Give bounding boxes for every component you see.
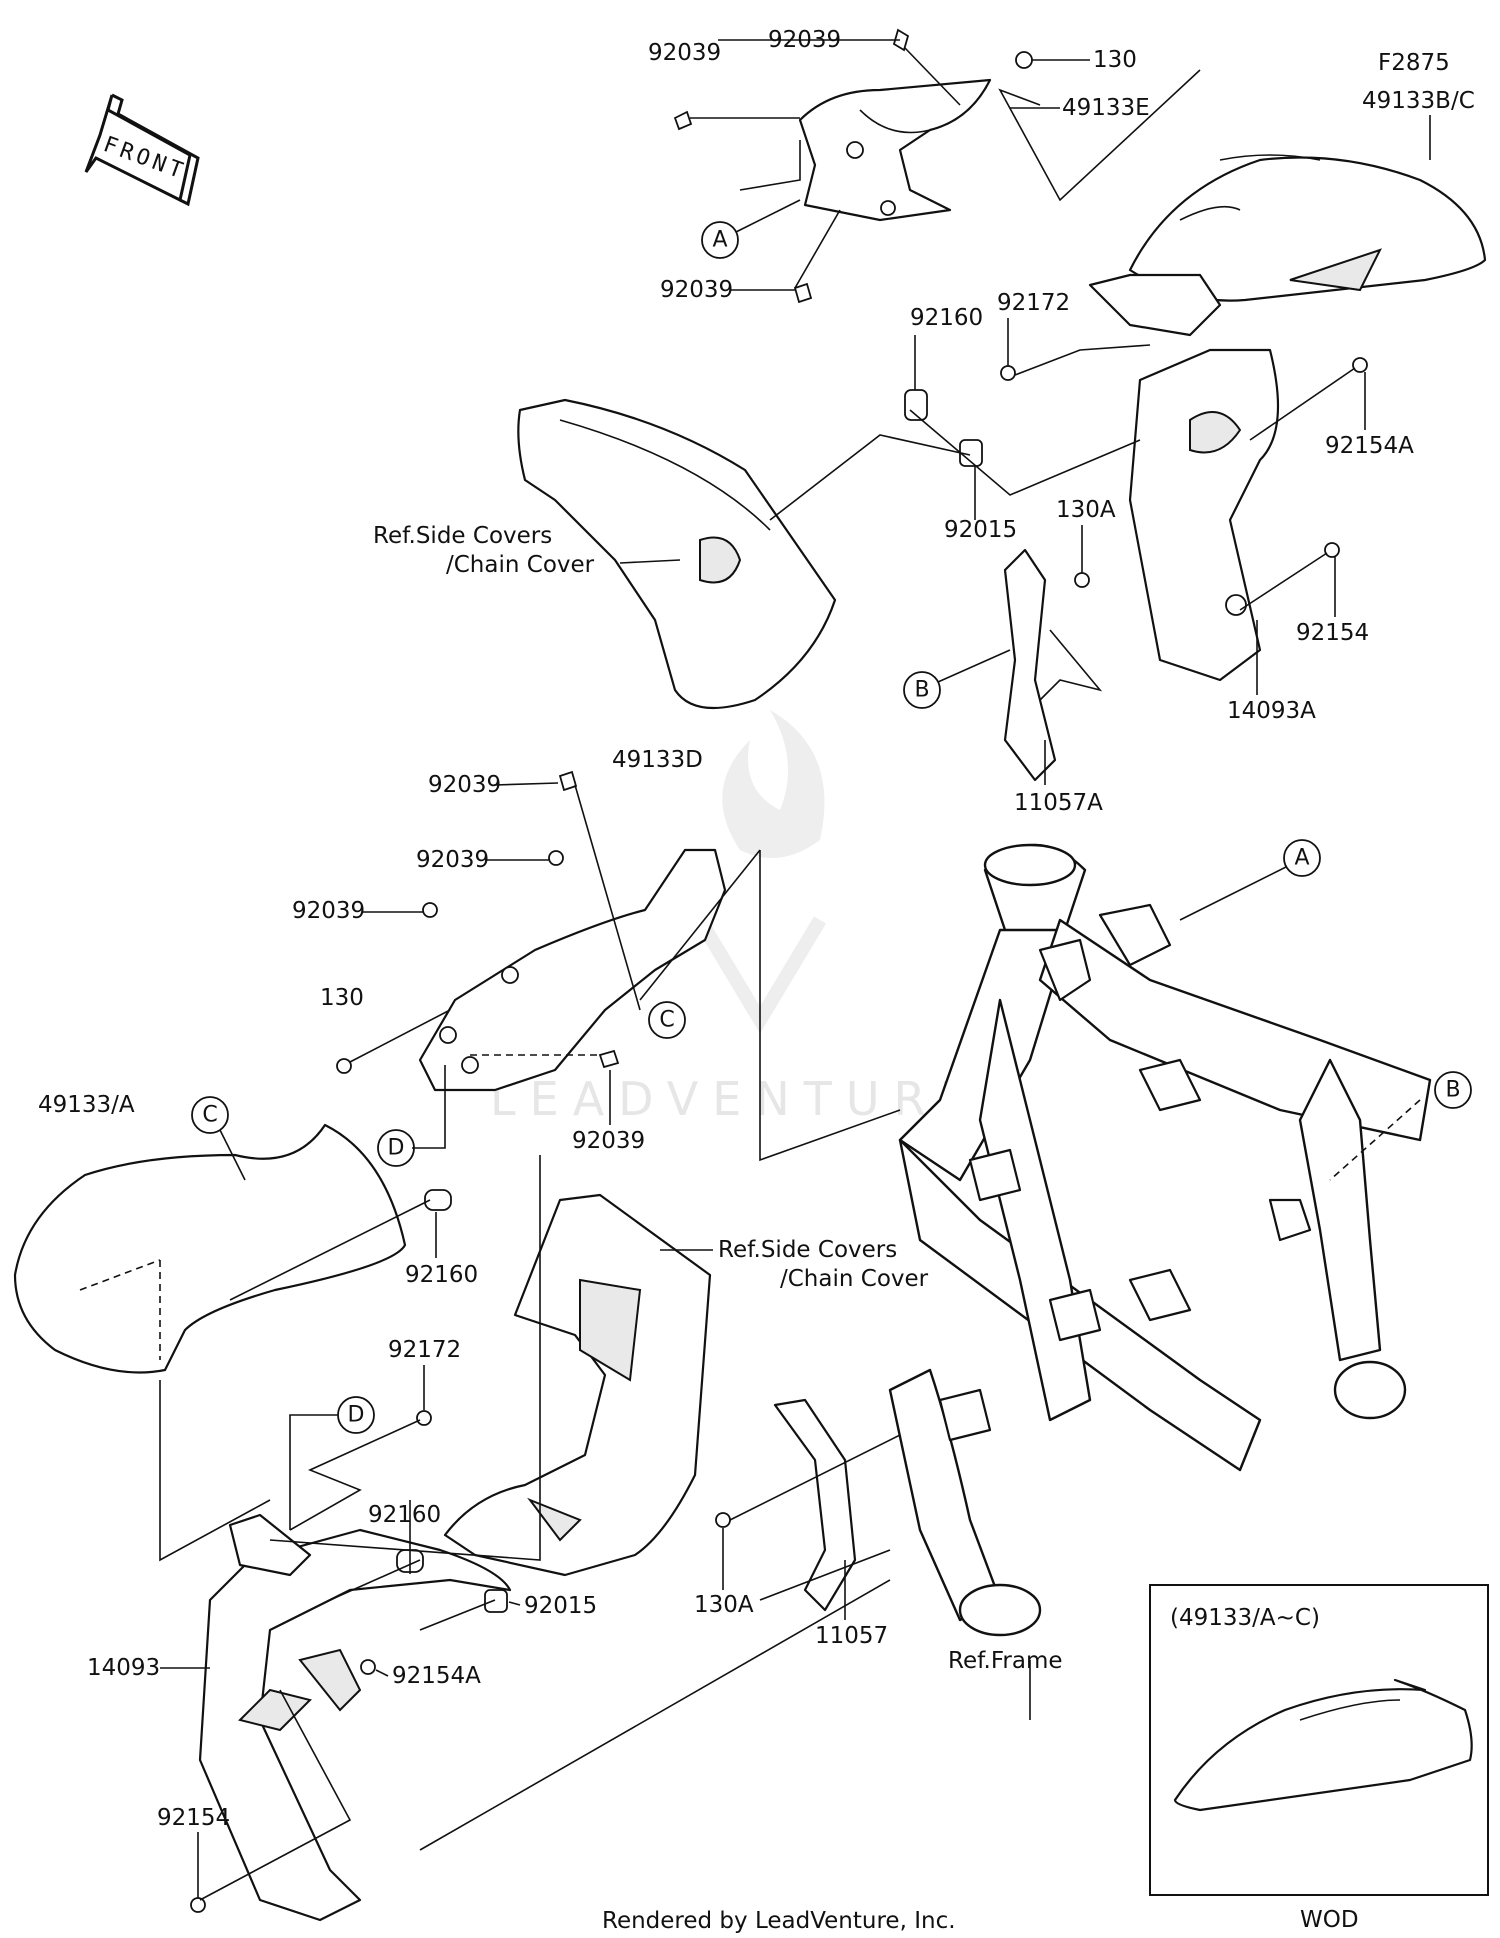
bolt-130-49133D <box>336 1009 451 1074</box>
front-arrow-icon: FRONT <box>84 93 200 207</box>
svg-text:A: A <box>1294 846 1309 871</box>
label-92039: 92039 <box>648 40 721 66</box>
inset-caption: WOD <box>1300 1907 1359 1933</box>
label-92160: 92160 <box>405 1262 478 1288</box>
label-11057: 11057 <box>815 1623 888 1649</box>
fastener-92039-top-left <box>673 110 800 131</box>
callout-D-lower: D <box>289 1396 375 1530</box>
label-130: 130 <box>1093 47 1137 73</box>
label-130A: 130A <box>694 1592 754 1618</box>
label-49133B-C: 49133B/C <box>1362 88 1475 114</box>
inset-title: (49133/A~C) <box>1170 1605 1320 1631</box>
label-92172: 92172 <box>388 1337 461 1363</box>
fastener-92039-49133D-d <box>470 1049 620 1069</box>
label-92172: 92172 <box>997 290 1070 316</box>
part-14093A <box>1088 273 1280 682</box>
label-14093: 14093 <box>87 1655 160 1681</box>
callout-B-upper: B <box>903 649 1011 709</box>
collar-92015-lower <box>484 1589 508 1613</box>
callout-D-upper: D <box>377 1065 446 1167</box>
label-14093A: 14093A <box>1227 698 1316 724</box>
label-ref-side-covers: Ref.Side Covers <box>718 1237 897 1263</box>
footer-credit: Rendered by LeadVenture, Inc. <box>602 1908 956 1934</box>
bolt-92172-upper <box>1000 365 1016 381</box>
label-92160: 92160 <box>910 305 983 331</box>
callout-C-upper: C <box>648 1001 686 1039</box>
bolt-130A-lower <box>715 1512 731 1528</box>
label-92154: 92154 <box>1296 620 1369 646</box>
bolt-92172-lower <box>416 1410 432 1426</box>
fastener-92039-mid <box>793 209 841 304</box>
callout-C-lower: C <box>191 1096 246 1181</box>
ref-side-cover-upper <box>517 398 837 710</box>
label-92160: 92160 <box>368 1502 441 1528</box>
part-11057A <box>1003 548 1057 782</box>
part-49133D <box>418 848 727 1092</box>
watermark-text: LEADVENTURE <box>490 1072 983 1126</box>
label-92039: 92039 <box>572 1128 645 1154</box>
label-ref-side-covers: Ref.Side Covers <box>373 523 552 549</box>
label-49133A: 49133/A <box>38 1092 135 1118</box>
label-11057A: 11057A <box>1014 790 1103 816</box>
label-92039: 92039 <box>416 847 489 873</box>
bolt-92154A-upper <box>1249 357 1368 441</box>
watermark-flame-icon <box>722 710 825 858</box>
svg-text:D: D <box>388 1136 405 1161</box>
label-92039: 92039 <box>292 898 365 924</box>
fastener-92039-49133D-c <box>422 902 438 918</box>
callout-B-frame: B <box>1434 1071 1472 1109</box>
label-92039: 92039 <box>660 277 733 303</box>
label-92015: 92015 <box>524 1593 597 1619</box>
svg-text:D: D <box>348 1403 365 1428</box>
svg-text:C: C <box>659 1008 674 1033</box>
label-130A: 130A <box>1056 497 1116 523</box>
callout-A-frame: A <box>1283 839 1321 877</box>
grommet-92160-upper <box>904 389 928 421</box>
label-92015: 92015 <box>944 517 1017 543</box>
fastener-92039-top-center <box>892 28 961 106</box>
ref-frame <box>888 843 1432 1637</box>
label-92039: 92039 <box>428 772 501 798</box>
fastener-92039-49133D-a <box>558 770 641 1011</box>
part-11057 <box>773 1398 857 1612</box>
svg-text:B: B <box>914 678 929 703</box>
bolt-92154-lower <box>190 1897 206 1913</box>
part-49133E <box>798 78 992 222</box>
part-49133B-C <box>1128 154 1487 302</box>
label-chain-cover: /Chain Cover <box>446 552 595 578</box>
label-130: 130 <box>320 985 364 1011</box>
label-chain-cover: /Chain Cover <box>780 1266 929 1292</box>
part-14093 <box>198 1513 512 1922</box>
label-92154A: 92154A <box>392 1663 481 1689</box>
fastener-92039-49133D-b <box>548 850 564 866</box>
bolt-130A-upper <box>1074 572 1090 588</box>
svg-text:C: C <box>202 1103 217 1128</box>
label-49133D: 49133D <box>612 747 703 773</box>
label-92154A: 92154A <box>1325 433 1414 459</box>
label-92154: 92154 <box>157 1805 230 1831</box>
inset-49133-A-C: (49133/A~C) WOD <box>1149 1584 1489 1933</box>
bolt-92154-upper <box>1239 542 1340 611</box>
part-49133A <box>13 1123 407 1374</box>
diagram-id: F2875 <box>1378 50 1450 76</box>
svg-text:B: B <box>1445 1078 1460 1103</box>
svg-text:A: A <box>712 228 727 253</box>
grommet-92160-lower-a <box>424 1189 452 1211</box>
bolt-130-top <box>1015 51 1090 69</box>
bolt-92154A-lower <box>360 1659 376 1675</box>
label-49133E: 49133E <box>1062 95 1150 121</box>
watermark: LEADVENTURE <box>490 710 983 1126</box>
callout-A-upper: A <box>701 199 801 259</box>
ref-side-cover-lower <box>443 1193 712 1577</box>
part-labels: 92039 92039 130 49133E 49133B/C 92039 92… <box>38 27 1475 1831</box>
inset-box <box>1149 1584 1489 1896</box>
label-ref-frame: Ref.Frame <box>948 1648 1063 1674</box>
